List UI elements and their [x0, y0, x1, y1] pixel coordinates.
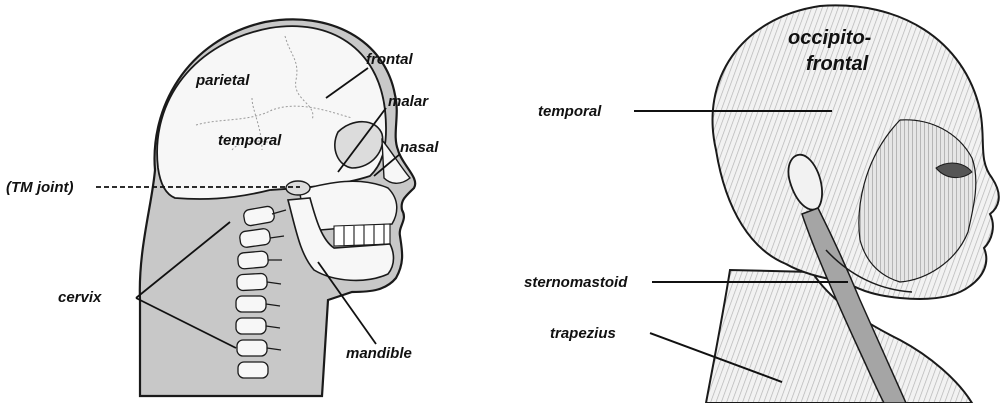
- label-occipito-line1: occipito-: [788, 27, 872, 49]
- skull-diagram: frontal parietal malar nasal temporal (T…: [6, 19, 439, 396]
- label-nasal: nasal: [400, 139, 439, 156]
- cranium: [157, 26, 386, 199]
- muscle-diagram: occipito- frontal temporal sternomastoid…: [524, 5, 999, 403]
- label-temporal-muscle: temporal: [538, 103, 602, 120]
- teeth: [334, 224, 390, 246]
- label-occipito-line2: frontal: [806, 53, 869, 75]
- label-mandible: mandible: [346, 345, 412, 362]
- label-trapezius: trapezius: [550, 325, 616, 342]
- label-frontal: frontal: [366, 51, 413, 68]
- label-tm-joint: (TM joint): [6, 179, 73, 196]
- tm-joint-mark: [286, 181, 310, 195]
- label-malar: malar: [388, 93, 429, 110]
- label-sternomastoid: sternomastoid: [524, 274, 628, 291]
- label-cervix: cervix: [58, 289, 102, 306]
- label-parietal: parietal: [195, 72, 250, 89]
- label-temporal-bone: temporal: [218, 132, 282, 149]
